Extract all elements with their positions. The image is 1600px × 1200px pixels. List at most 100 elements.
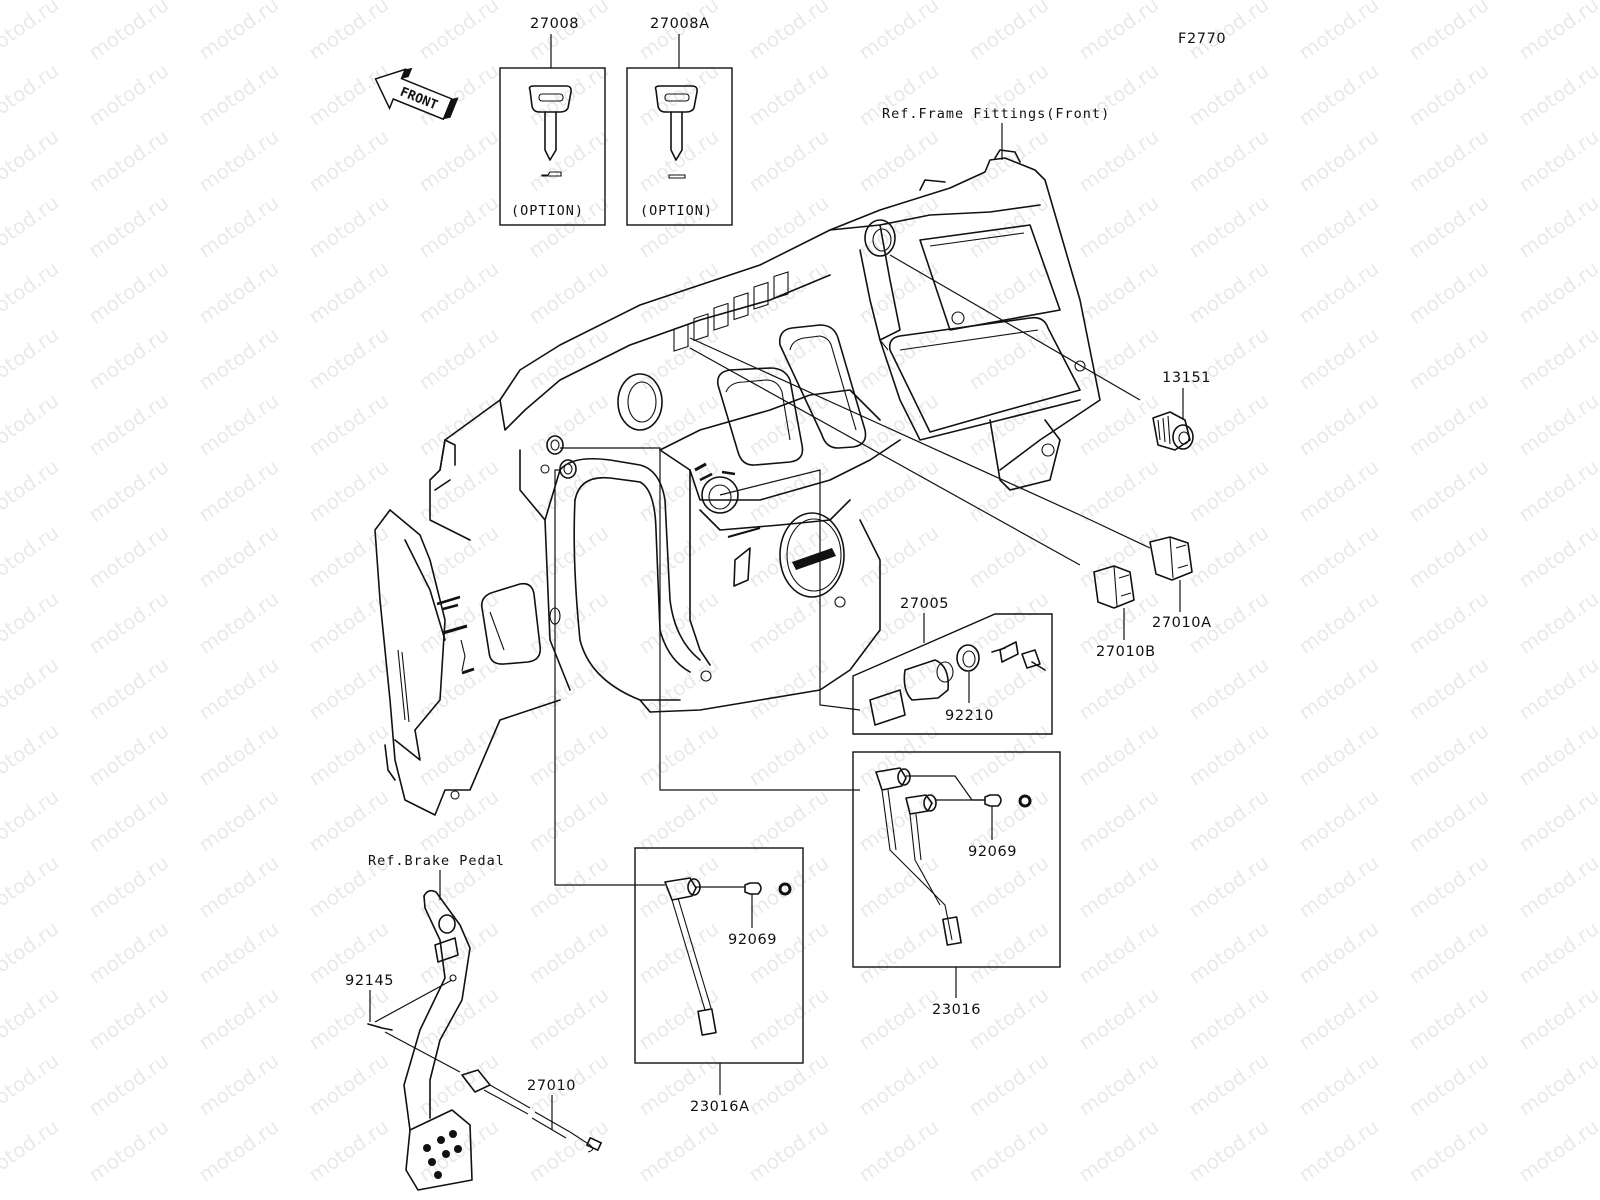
watermark-text: motod.ru	[84, 586, 173, 658]
watermark-text: motod.ru	[0, 916, 63, 988]
watermark-text: motod.ru	[854, 454, 943, 526]
watermark-text: motod.ru	[1184, 388, 1273, 460]
part-number-92069-left: 92069	[728, 932, 777, 948]
watermark-text: motod.ru	[304, 124, 393, 196]
watermark-text: motod.ru	[1404, 652, 1493, 724]
watermark-text: motod.ru	[1184, 124, 1273, 196]
part-number-92145: 92145	[345, 973, 394, 989]
watermark-text: motod.ru	[304, 784, 393, 856]
watermark-text: motod.ru	[964, 1114, 1053, 1186]
part-key-27008[interactable]: 27008 (OPTION)	[499, 16, 606, 226]
watermark-text: motod.ru	[84, 190, 173, 262]
watermark-text: motod.ru	[1404, 256, 1493, 328]
watermark-text: motod.ru	[1294, 1048, 1383, 1120]
watermark-text: motod.ru	[414, 322, 503, 394]
part-spring-92145[interactable]: 92145	[345, 973, 461, 1073]
watermark-text: motod.ru	[1514, 718, 1600, 790]
watermark-text: motod.ru	[1514, 124, 1600, 196]
part-ignition-27005[interactable]: 27005 92210	[852, 596, 1053, 735]
ref-brake-pedal-label[interactable]: Ref.Brake Pedal	[368, 853, 505, 869]
leader-lines	[554, 254, 1151, 886]
watermark-text: motod.ru	[0, 454, 63, 526]
figure-code: F2770	[1178, 31, 1226, 47]
watermark-text: motod.ru	[84, 1114, 173, 1186]
watermark-text: motod.ru	[964, 850, 1053, 922]
watermark-text: motod.ru	[194, 1048, 283, 1120]
watermark-text: motod.ru	[194, 718, 283, 790]
watermark-text: motod.ru	[84, 0, 173, 65]
watermark-text: motod.ru	[304, 1114, 393, 1186]
watermark-text: motod.ru	[0, 124, 63, 196]
watermark-text: motod.ru	[0, 652, 63, 724]
watermark-text: motod.ru	[0, 850, 63, 922]
watermark-text: motod.ru	[304, 1048, 393, 1120]
part-number-23016a: 23016A	[690, 1099, 750, 1115]
watermark-text: motod.ru	[1184, 718, 1273, 790]
watermark-text: motod.ru	[744, 784, 833, 856]
watermark-text: motod.ru	[524, 850, 613, 922]
watermark-text: motod.ru	[1294, 190, 1383, 262]
watermark-text: motod.ru	[1294, 124, 1383, 196]
ref-frame-fittings-label[interactable]: Ref.Frame Fittings(Front)	[882, 106, 1110, 122]
watermark-text: motod.ru	[854, 322, 943, 394]
part-socket-13151[interactable]: 13151	[1152, 370, 1211, 451]
watermark-text: motod.ru	[414, 454, 503, 526]
watermark-text: motod.ru	[1074, 1048, 1163, 1120]
watermark-text: motod.ru	[524, 124, 613, 196]
watermark-text: motod.ru	[744, 58, 833, 130]
watermark-text: motod.ru	[744, 0, 833, 65]
key-icon	[654, 85, 698, 179]
part-switch-27010a[interactable]: 27010A	[1149, 536, 1212, 631]
watermark-text: motod.ru	[1514, 388, 1600, 460]
watermark-text: motod.ru	[0, 322, 63, 394]
part-key-27008a[interactable]: 27008A (OPTION)	[626, 16, 733, 226]
watermark-text: motod.ru	[1404, 850, 1493, 922]
watermark-text: motod.ru	[1514, 784, 1600, 856]
watermark-text: motod.ru	[1404, 982, 1493, 1054]
watermark-text: motod.ru	[524, 0, 613, 65]
watermark-text: motod.ru	[0, 388, 63, 460]
watermark-text: motod.ru	[1074, 850, 1163, 922]
watermark-text: motod.ru	[414, 190, 503, 262]
watermark-text: motod.ru	[964, 1048, 1053, 1120]
watermark-text: motod.ru	[964, 520, 1053, 592]
watermark-text: motod.ru	[414, 256, 503, 328]
watermark-text: motod.ru	[744, 124, 833, 196]
watermark-text: motod.ru	[414, 718, 503, 790]
watermark-text: motod.ru	[964, 718, 1053, 790]
watermark-text: motod.ru	[634, 916, 723, 988]
watermark-text: motod.ru	[194, 322, 283, 394]
watermark-text: motod.ru	[634, 190, 723, 262]
watermark-text: motod.ru	[194, 586, 283, 658]
part-number-92069-right: 92069	[968, 844, 1017, 860]
part-harness-23016[interactable]: 92069 23016	[852, 751, 1061, 1018]
part-brake-switch-27010[interactable]: 27010	[461, 1069, 602, 1153]
watermark-text: motod.ru	[0, 58, 63, 130]
watermark-text: motod.ru	[194, 982, 283, 1054]
part-number-27010: 27010	[527, 1078, 576, 1094]
watermark-text: motod.ru	[1404, 1114, 1493, 1186]
watermark-text: motod.ru	[194, 256, 283, 328]
watermark-text: motod.ru	[1514, 586, 1600, 658]
watermark-text: motod.ru	[414, 388, 503, 460]
watermark-text: motod.ru	[1184, 454, 1273, 526]
watermark-text: motod.ru	[744, 322, 833, 394]
part-switch-27010b[interactable]: 27010B	[1093, 565, 1156, 660]
watermark-text: motod.ru	[194, 784, 283, 856]
watermark-text: motod.ru	[854, 0, 943, 65]
watermark-text: motod.ru	[194, 916, 283, 988]
watermark-text: motod.ru	[1514, 190, 1600, 262]
watermark-text: motod.ru	[84, 1048, 173, 1120]
watermark-text: motod.ru	[414, 520, 503, 592]
watermark-text: motod.ru	[1074, 454, 1163, 526]
part-harness-23016a[interactable]: 92069 23016A	[634, 847, 804, 1115]
watermark-text: motod.ru	[524, 784, 613, 856]
watermark-text: motod.ru	[1184, 190, 1273, 262]
watermark-text: motod.ru	[84, 850, 173, 922]
watermark-text: motod.ru	[854, 916, 943, 988]
watermark-text: motod.ru	[854, 1114, 943, 1186]
watermark-text: motod.ru	[964, 388, 1053, 460]
watermark-text: motod.ru	[1404, 454, 1493, 526]
watermark-text: motod.ru	[964, 454, 1053, 526]
watermark-text: motod.ru	[964, 124, 1053, 196]
